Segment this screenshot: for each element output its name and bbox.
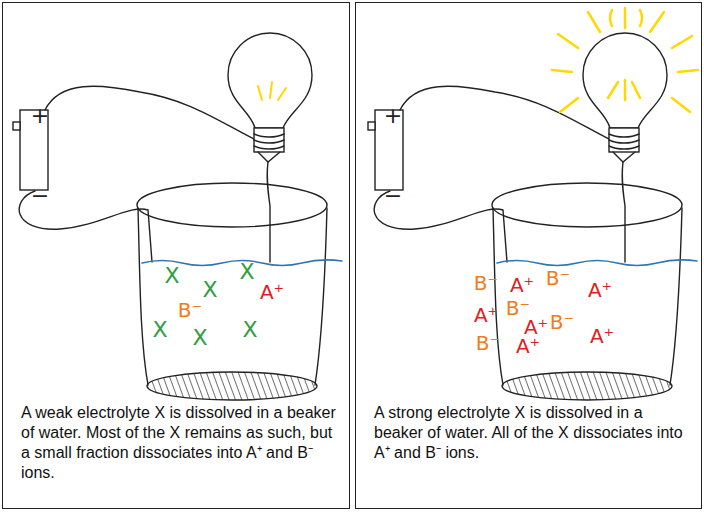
- terminal-sign: +: [384, 105, 402, 127]
- ion-symbol: A⁺: [588, 280, 612, 300]
- ion-symbol: A⁺: [260, 282, 284, 302]
- ion-symbol: B⁻: [550, 312, 574, 332]
- ion-symbol: A⁺: [590, 326, 614, 346]
- ion-symbol: B⁻: [474, 273, 498, 293]
- terminal-sign: −: [31, 185, 49, 207]
- ion-symbol: B⁻: [506, 298, 530, 318]
- ion-symbol: X: [202, 279, 217, 301]
- ion-symbol: B⁻: [476, 333, 500, 353]
- ion-symbol: A⁺: [510, 275, 534, 295]
- ion-symbol: A⁺: [474, 305, 498, 325]
- ion-symbol: A⁺: [516, 336, 540, 356]
- panel-box: A strong electrolyte X is dissolved in a…: [355, 2, 702, 509]
- ion-symbol: X: [192, 327, 207, 349]
- terminal-sign: −: [384, 185, 402, 207]
- panel-box: A weak electrolyte X is dissolved in a b…: [2, 2, 350, 509]
- ion-symbol: X: [152, 319, 167, 341]
- ion-symbol: X: [239, 261, 254, 283]
- caption-text: A weak electrolyte X is dissolved in a b…: [21, 403, 339, 483]
- ion-symbol: X: [164, 265, 179, 287]
- ion-symbol: X: [242, 319, 257, 341]
- terminal-sign: +: [31, 105, 49, 127]
- ion-symbol: A⁺: [524, 317, 548, 337]
- ion-symbol: B⁻: [178, 300, 202, 320]
- ion-symbol: B⁻: [546, 268, 570, 288]
- caption-text: A strong electrolyte X is dissolved in a…: [374, 403, 692, 463]
